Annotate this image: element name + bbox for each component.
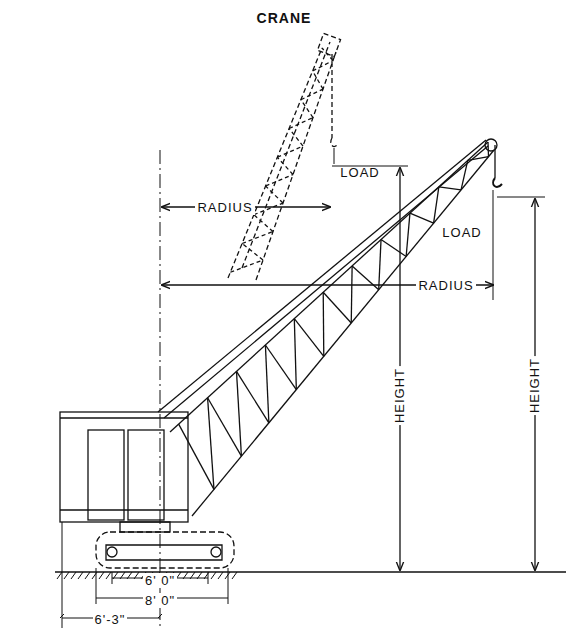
- stroke: [439, 187, 461, 190]
- cab-door: [128, 430, 164, 520]
- stroke: [99, 572, 104, 579]
- cab: [60, 412, 188, 522]
- stroke: [236, 371, 268, 422]
- stroke: [289, 129, 303, 147]
- stroke: [266, 175, 293, 186]
- track-frame: [106, 545, 222, 560]
- stroke: [208, 398, 242, 456]
- stroke: [289, 118, 313, 129]
- stroke: [254, 215, 273, 232]
- stroke: [410, 213, 434, 223]
- stroke: [277, 146, 303, 157]
- stroke: [352, 266, 379, 290]
- stroke: [277, 157, 293, 174]
- stroke: [230, 260, 263, 272]
- dimension-text: 8' 0": [143, 593, 177, 608]
- stroke: [313, 61, 333, 71]
- crawler-track: [96, 532, 234, 568]
- base-dimensions: [60, 522, 228, 628]
- stroke: [265, 345, 296, 390]
- stroke: [254, 203, 283, 215]
- stroke: [322, 48, 333, 61]
- dimension-text: 6' 0": [143, 573, 177, 588]
- stroke: [85, 572, 90, 579]
- cab-door: [88, 430, 124, 520]
- stroke: [71, 572, 76, 579]
- stroke: [313, 71, 323, 89]
- stroke: [78, 572, 83, 579]
- stroke: [64, 572, 69, 579]
- stroke: [211, 572, 216, 579]
- stroke: [468, 157, 489, 161]
- stroke: [236, 371, 241, 456]
- stroke: [487, 142, 489, 157]
- stroke: [301, 89, 323, 100]
- stroke: [379, 240, 381, 290]
- radius-label: RADIUS: [195, 200, 254, 215]
- stroke: [242, 244, 263, 261]
- stroke: [179, 424, 214, 489]
- stroke: [351, 266, 353, 323]
- raised-boom: [228, 33, 341, 280]
- stroke: [218, 572, 223, 579]
- stroke: [323, 292, 351, 323]
- stroke: [461, 160, 468, 189]
- dimension-text: 6'-3": [93, 612, 128, 627]
- stroke: [106, 572, 111, 579]
- stroke: [294, 319, 296, 390]
- stroke: [406, 213, 410, 256]
- stroke: [232, 572, 237, 579]
- center-line: [160, 150, 161, 630]
- stroke: [266, 186, 283, 203]
- load-label: LOAD: [338, 165, 381, 180]
- stroke: [57, 572, 62, 579]
- radius-label: RADIUS: [416, 278, 475, 293]
- stroke: [242, 232, 273, 244]
- stroke: [208, 398, 214, 490]
- diagram-title: CRANE: [255, 10, 314, 26]
- stroke: [434, 187, 439, 223]
- stroke: [301, 100, 313, 118]
- height-label: HEIGHT: [528, 355, 543, 414]
- stroke: [323, 292, 325, 356]
- boom: [158, 139, 502, 516]
- stroke: [265, 345, 268, 423]
- height-label: HEIGHT: [393, 365, 408, 424]
- stroke: [294, 319, 323, 357]
- load-label: LOAD: [440, 225, 483, 240]
- stroke: [381, 240, 406, 257]
